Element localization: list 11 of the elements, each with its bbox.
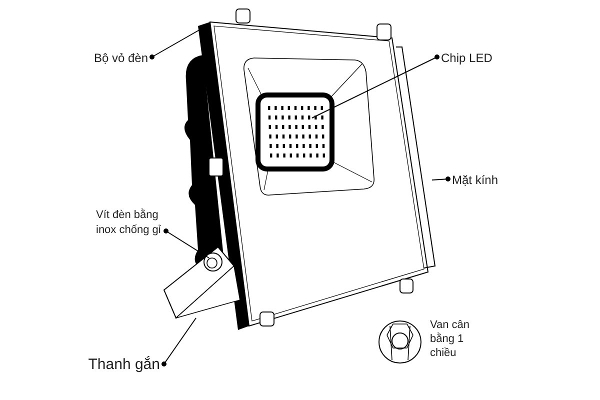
leader-line [150,28,202,60]
leader-line [164,228,210,258]
part-label: Chip LED [441,49,501,67]
part-label: Mặt kính [452,171,516,189]
part-label: Vít đèn bằng inox chống gỉ [96,208,162,238]
part-label: Bộ vỏ đèn [70,49,148,67]
part-label: Van cân bằng 1 chiều [430,318,471,360]
leader-line [312,54,440,118]
leader-line [432,176,450,182]
part-label: Thanh gắn [58,354,160,376]
leader-line [162,318,196,366]
